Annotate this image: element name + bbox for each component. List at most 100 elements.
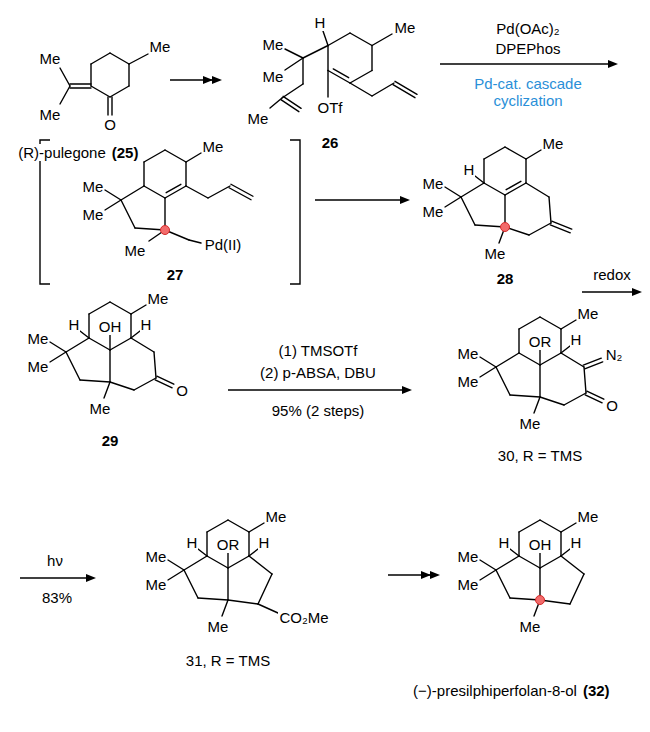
bond-line [144,186,165,198]
bond-line [506,181,521,189]
reagent-text: (1) TMSOTf [278,342,359,359]
bond-line [50,342,66,352]
bond-line [519,317,540,329]
bond-line [186,186,208,198]
bond-line [189,240,201,243]
bond-line [198,598,228,600]
bond-line [282,84,303,98]
bond-line [561,320,576,329]
bond-line [302,58,303,84]
bond-line [66,352,80,380]
bond-line [110,86,129,97]
bond-line [480,367,496,377]
bond-line [395,81,417,94]
atom-label: H [314,14,327,31]
bond-line [231,184,253,196]
bond-line [518,532,519,556]
bond-line [584,367,586,393]
bond-line [104,382,110,398]
bond-line [526,150,541,159]
bond-line [207,520,228,532]
bond-line [328,33,350,46]
atom-label: Me [82,178,105,195]
atom-label: Me [247,110,270,127]
bond-line [129,54,148,64]
compound-label: (R)-pulegone [17,144,107,161]
atom-label: Me [577,305,600,322]
bond-line [184,556,207,570]
bond-line [549,197,551,223]
bond-line [60,68,70,86]
atom-label: Me [27,330,50,347]
atom-label: OR [216,536,241,553]
atom-label: O [605,397,619,414]
bond-line [228,556,249,568]
bond-line [561,353,584,367]
atom-label: H [570,331,583,348]
atom-label: Me [124,242,147,259]
bond-line [144,150,165,162]
atom-label: Me [577,508,600,525]
bond-line [88,314,89,338]
atom-label: Me [422,175,445,192]
atom-label: Me [457,345,480,362]
bond-line [168,560,184,570]
bond-line [206,532,207,556]
bond-line [539,553,540,568]
atom-label: Me [519,618,542,635]
bond-line [519,353,540,365]
bond-line [510,549,519,556]
bond-line [154,352,156,378]
bond-line [327,71,328,98]
bond-line [91,86,110,97]
bond-line [550,225,570,233]
bond-line [540,556,561,568]
bond-line [570,574,584,604]
atom-label: H [140,316,153,333]
atom-label: OTf [317,99,344,116]
bracket [40,140,50,284]
bond-line [372,83,394,96]
compound-label: (−)-presilphiperfolan-8-ol [412,682,578,699]
compound-label: 31, R = TMS [185,652,271,669]
arrow-head [608,60,618,68]
atom-label: Me [542,135,565,152]
bond-line [110,53,129,64]
bond-line [184,570,198,598]
bond-line [121,200,135,228]
atom-label: Me [394,19,417,36]
bond-line [186,153,201,162]
atom-label: N₂ [605,346,624,363]
bond-line [285,49,303,58]
bond-line [228,600,258,604]
bond-line [283,96,301,108]
atom-label: H [68,316,81,333]
atom-label: O [175,382,189,399]
reagent-text: 95% (2 steps) [271,402,366,419]
reagent-text: (2) p-ABSA, DBU [259,364,377,381]
arrow-head [430,571,440,579]
bond-line [510,395,540,397]
reaction-arrow [440,63,610,64]
atom-label: Me [457,373,480,390]
compound-number: 28 [496,270,515,287]
bond-line [258,574,272,604]
bond-line [109,335,110,350]
compound-number: 27 [166,266,185,283]
atom-label: Me [27,358,50,375]
compound-number: 29 [101,432,120,449]
atom-label: Me [39,50,62,67]
bond-line [109,350,110,382]
condition-text: Pd-cat. cascade cyclization [462,75,594,109]
bond-line [66,338,89,352]
arrow-head [632,288,642,296]
bond-line [131,305,146,314]
bond-line [496,353,519,367]
bond-line [505,147,526,159]
atom-label: Me [207,618,230,635]
compound-number: (32) [582,682,611,699]
bond-line [519,556,540,568]
atom-label: Me [262,36,285,53]
bond-line [323,31,328,46]
atom-label: CO₂Me [278,609,329,626]
